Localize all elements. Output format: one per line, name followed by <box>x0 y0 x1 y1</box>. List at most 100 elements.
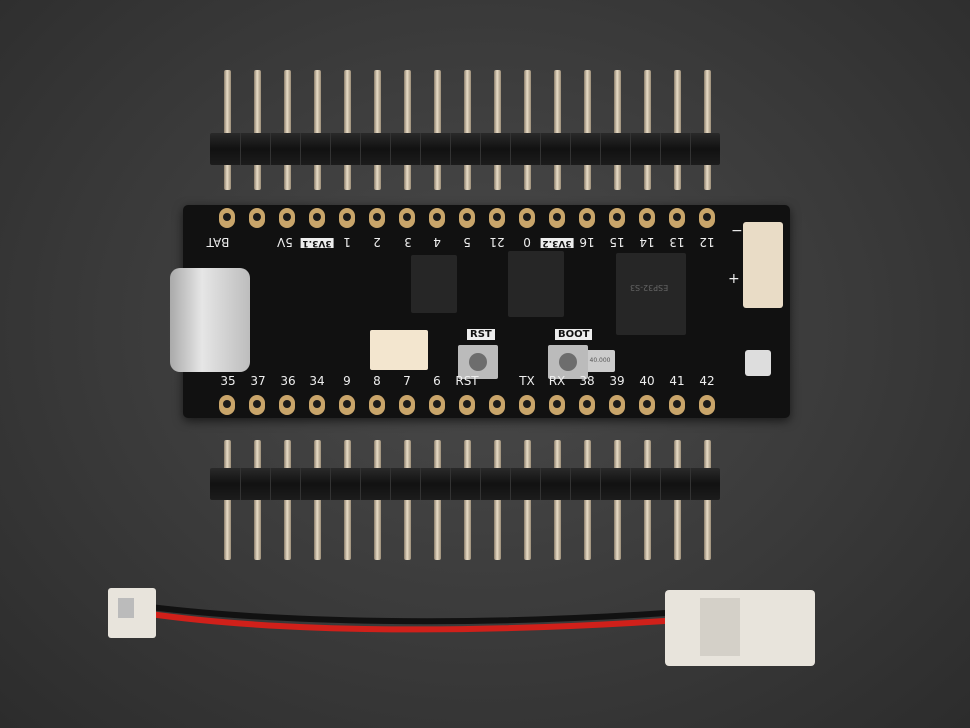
pin-pad <box>219 395 235 415</box>
header-pin <box>464 440 471 560</box>
header-pin <box>584 70 591 190</box>
reset-button-label: RST <box>467 329 495 340</box>
header-pin <box>434 70 441 190</box>
header-pin <box>524 70 531 190</box>
pin-pad <box>549 208 565 228</box>
esp32-module: ESP32-S3 <box>616 253 686 335</box>
bottom-pin-label: 40 <box>639 374 655 388</box>
bottom-pin-label: TX <box>519 374 535 388</box>
header-pin <box>644 440 651 560</box>
bottom-pin-label: 9 <box>343 374 351 388</box>
header-pin <box>374 70 381 190</box>
boot-button[interactable] <box>548 345 588 379</box>
header-pin <box>314 440 321 560</box>
header-housing <box>210 468 720 500</box>
ufl-antenna-connector <box>745 350 771 376</box>
header-pin <box>704 440 711 560</box>
pin-pad <box>549 395 565 415</box>
header-housing <box>210 133 720 165</box>
header-pin <box>674 440 681 560</box>
header-pin <box>704 70 711 190</box>
boot-button-label: BOOT <box>555 329 593 340</box>
pin-pad <box>579 395 595 415</box>
pin-pad <box>219 208 235 228</box>
pin-pad <box>639 395 655 415</box>
pin-pad <box>579 208 595 228</box>
header-pin <box>314 70 321 190</box>
crystal-label: 40.000 <box>589 357 611 364</box>
bottom-pin-label: 39 <box>609 374 625 388</box>
psram-chip <box>508 251 564 317</box>
header-pin <box>254 440 261 560</box>
qwiic-connector <box>370 330 428 370</box>
pin-pad <box>339 395 355 415</box>
pin-pad <box>519 395 535 415</box>
header-pin <box>494 70 501 190</box>
header-pin <box>524 440 531 560</box>
bottom-pin-label: 8 <box>373 374 381 388</box>
pin-pad <box>309 395 325 415</box>
pin-pad <box>399 395 415 415</box>
header-pin <box>464 70 471 190</box>
header-pin <box>284 70 291 190</box>
header-pin <box>344 440 351 560</box>
pin-pad <box>339 208 355 228</box>
bottom-pin-label: 7 <box>403 374 411 388</box>
battery-plus-mark: + <box>728 271 740 287</box>
header-pin <box>344 70 351 190</box>
bottom-pin-label: 42 <box>699 374 715 388</box>
pin-pad <box>669 208 685 228</box>
pin-pad <box>669 395 685 415</box>
bottom-pin-label: 37 <box>250 374 266 388</box>
pin-pad <box>609 395 625 415</box>
header-pin <box>614 440 621 560</box>
pin-pad <box>699 395 715 415</box>
usb-c-port <box>170 268 250 372</box>
header-pin <box>644 70 651 190</box>
bottom-pin-label: 34 <box>309 374 325 388</box>
battery-minus-mark: − <box>731 223 743 239</box>
bottom-pin-label: 6 <box>433 374 441 388</box>
pin-pad <box>399 208 415 228</box>
flash-chip <box>411 255 457 313</box>
header-pin <box>284 440 291 560</box>
header-pin <box>224 70 231 190</box>
pin-pad <box>429 395 445 415</box>
pin-pad <box>279 208 295 228</box>
header-pin <box>404 440 411 560</box>
bottom-pin-label: 35 <box>220 374 236 388</box>
pin-pad <box>459 395 475 415</box>
pin-pad <box>429 208 445 228</box>
header-pin <box>614 70 621 190</box>
battery-connector <box>743 222 783 308</box>
dev-board: ESP32-S3 − + 40.000 RST BOOT <box>170 205 790 418</box>
pin-pad <box>369 208 385 228</box>
pin-pad <box>369 395 385 415</box>
pin-pad <box>309 208 325 228</box>
pin-pad <box>459 208 475 228</box>
pin-pad <box>489 208 505 228</box>
header-pin <box>494 440 501 560</box>
header-pin <box>434 440 441 560</box>
pin-pad <box>639 208 655 228</box>
header-pin <box>554 440 561 560</box>
reset-button[interactable] <box>458 345 498 379</box>
bottom-pin-label: 38 <box>579 374 595 388</box>
crystal: 40.000 <box>585 350 615 372</box>
pin-pad <box>249 395 265 415</box>
bottom-pin-label: 41 <box>669 374 685 388</box>
bottom-pin-label: 36 <box>280 374 296 388</box>
header-pin <box>554 70 561 190</box>
header-pin <box>404 70 411 190</box>
header-pin <box>584 440 591 560</box>
header-pin <box>374 440 381 560</box>
pin-pad <box>699 208 715 228</box>
header-pin <box>254 70 261 190</box>
pin-pad <box>249 208 265 228</box>
bottom-pin-label: RST <box>455 374 479 388</box>
pin-pad <box>519 208 535 228</box>
header-pin <box>674 70 681 190</box>
pin-pad <box>279 395 295 415</box>
pin-pad <box>609 208 625 228</box>
